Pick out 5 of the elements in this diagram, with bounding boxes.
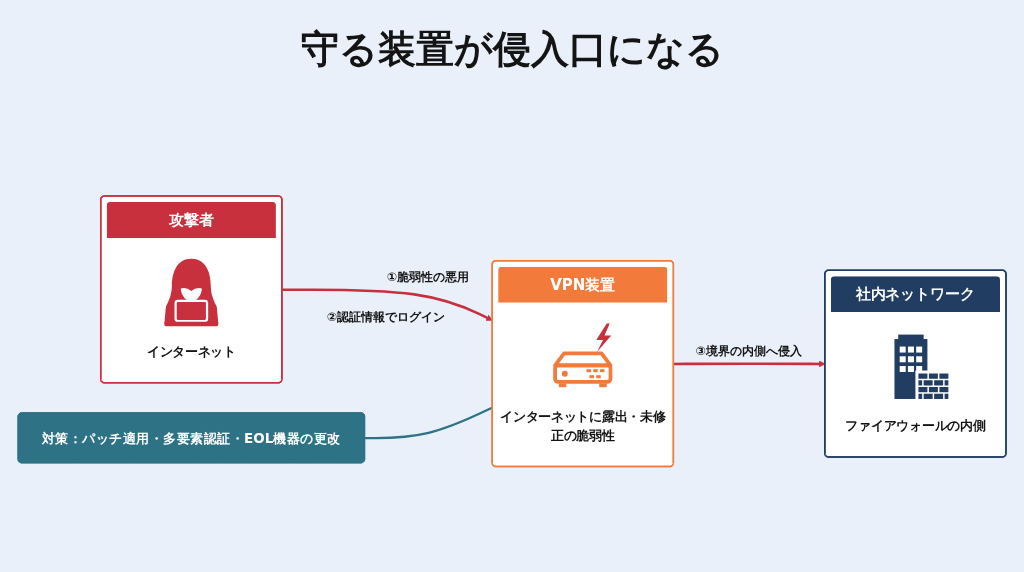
arrow bbox=[282, 288, 493, 321]
edge-label: ③境界の内側へ侵入 bbox=[695, 343, 802, 359]
annotation-text: ②認証情報でログイン bbox=[327, 308, 446, 326]
title: 守る装置が侵入口になる bbox=[299, 26, 725, 73]
edge-label: ①脆弱性の悪用 bbox=[387, 269, 470, 284]
